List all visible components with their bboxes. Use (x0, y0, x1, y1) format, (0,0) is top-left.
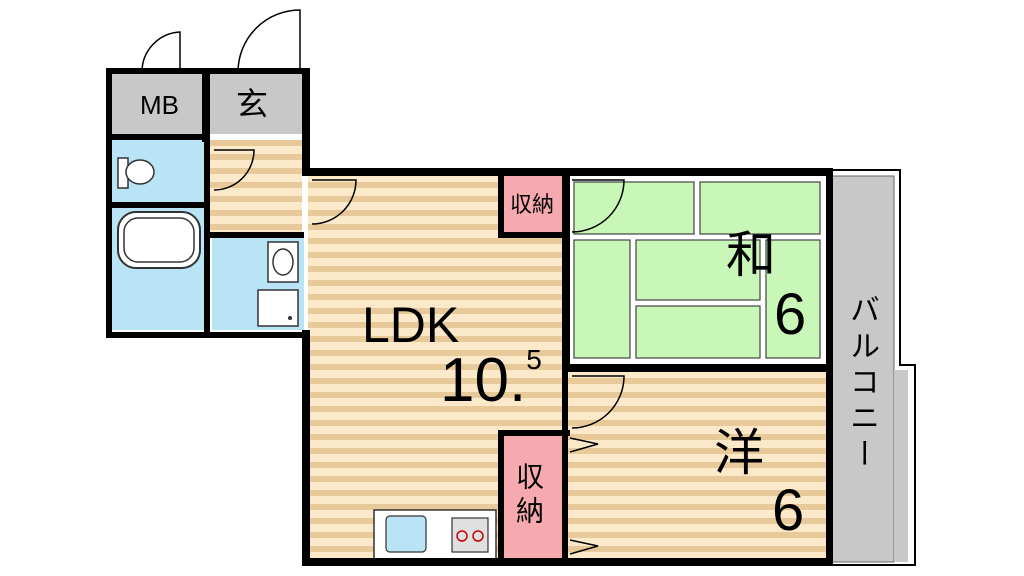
washitsu-tatami (568, 176, 826, 364)
youshitsu-label: 洋 (714, 425, 764, 481)
genkan-label: 玄 (236, 86, 269, 122)
washitsu-label: 和 (726, 227, 776, 283)
ldk-size: 10. (440, 346, 527, 415)
washing-machine-icon (257, 289, 299, 327)
walls (106, 68, 833, 566)
storage-top (504, 176, 568, 236)
door-swings (141, 9, 625, 555)
storage-top-label: 収納 (510, 192, 555, 217)
ldk-size-label: 10.5 (440, 346, 542, 412)
ldk-size-sup: 5 (526, 344, 542, 375)
stove-icon (451, 517, 489, 553)
balcony-label: バルコニー (845, 294, 878, 474)
storage-bottom (504, 436, 564, 558)
sink-icon (267, 241, 299, 283)
mb-label: MB (140, 90, 179, 120)
ldk-label: LDK (362, 297, 460, 353)
toilet-icon (117, 157, 155, 189)
bathtub-icon (117, 211, 201, 269)
corridor-floor (210, 140, 302, 232)
balcony-area (829, 169, 916, 566)
storage-bottom-label: 収納 (513, 462, 544, 530)
genkan-area (210, 74, 302, 134)
mb-room (112, 74, 202, 134)
youshitsu-size: 6 (772, 478, 805, 543)
youshitsu-floor (568, 372, 826, 558)
washitsu-size: 6 (774, 282, 807, 347)
